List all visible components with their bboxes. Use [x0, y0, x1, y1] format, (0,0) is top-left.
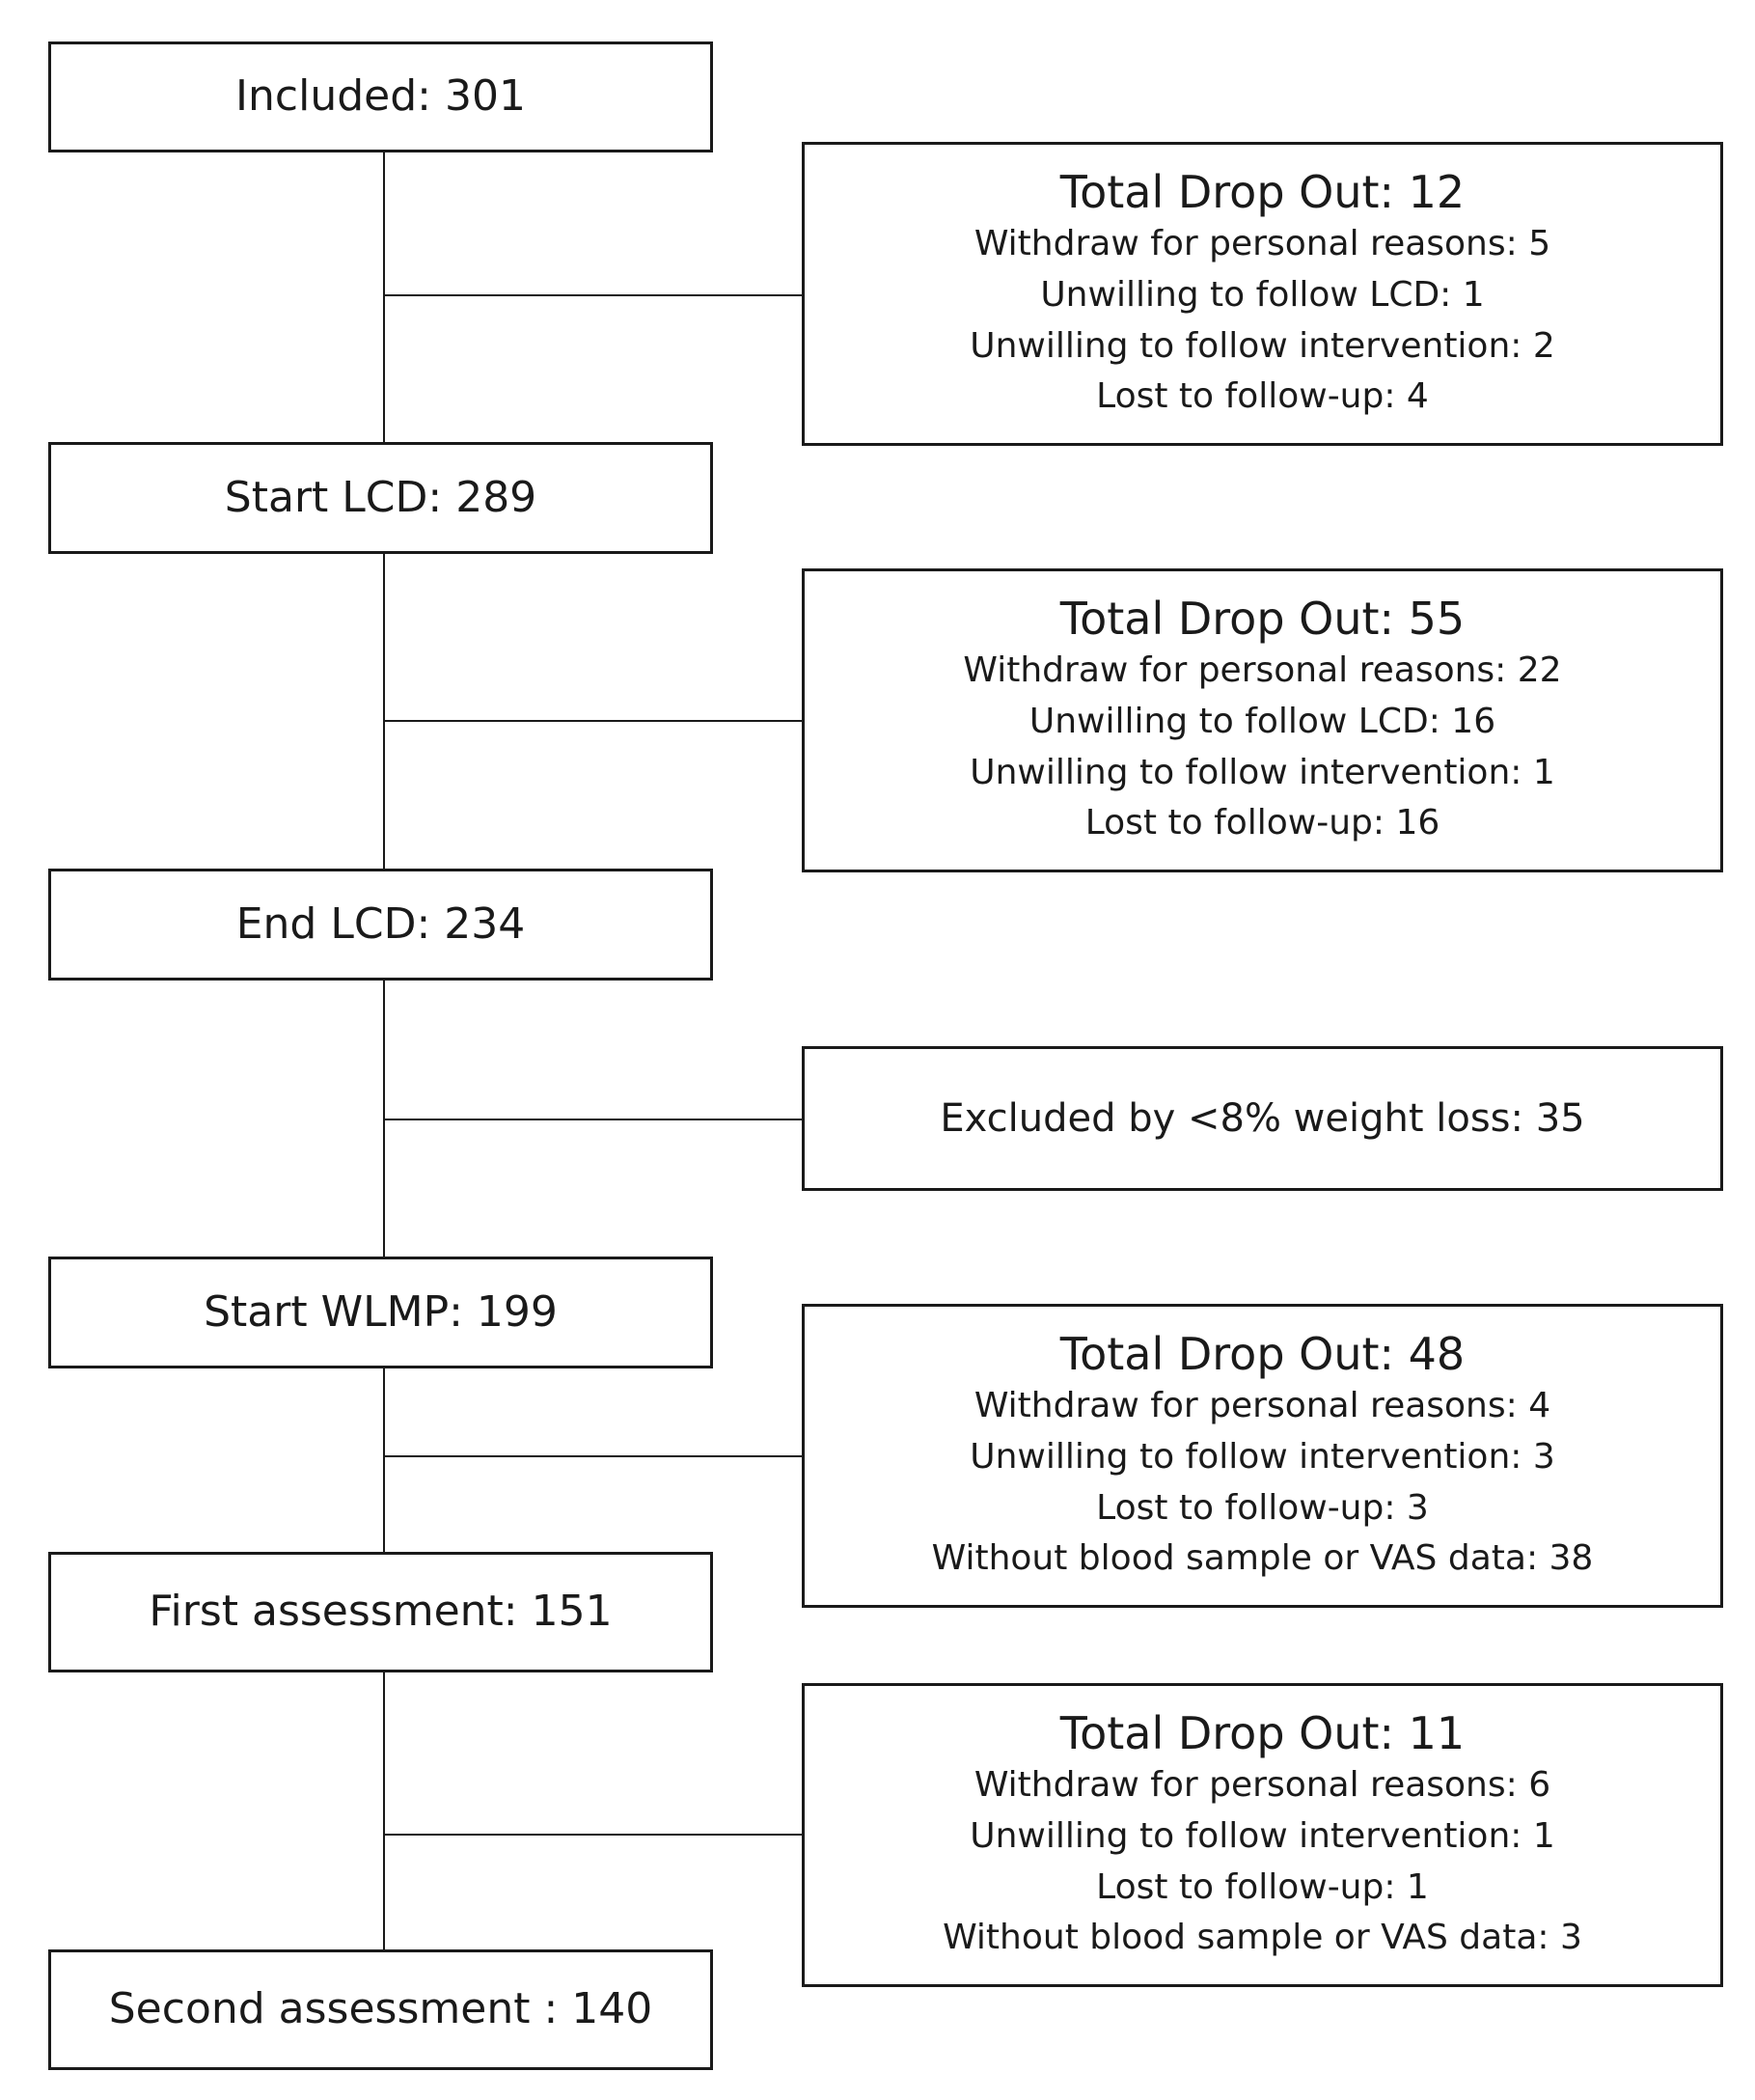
branch-to-dropout-3: [384, 1455, 802, 1457]
stage-start-lcd-label: Start LCD: 289: [224, 472, 537, 522]
connector-start-wlmp-to-first-assessment: [383, 1368, 385, 1552]
dropout-4-line: Without blood sample or VAS data: 3: [943, 1918, 1582, 1958]
excluded-label: Excluded by <8% weight loss: 35: [940, 1096, 1585, 1141]
dropout-2-title: Total Drop Out: 55: [1059, 593, 1466, 646]
stage-start-wlmp-label: Start WLMP: 199: [204, 1286, 558, 1337]
branch-to-dropout-1: [384, 294, 802, 296]
dropout-3-title: Total Drop Out: 48: [1059, 1328, 1466, 1381]
connector-first-assessment-to-second-assessment: [383, 1672, 385, 1949]
stage-second-assessment: Second assessment : 140: [48, 1949, 713, 2070]
stage-included-label: Included: 301: [235, 71, 526, 122]
stage-second-assessment-label: Second assessment : 140: [108, 1984, 653, 2034]
dropout-4-line: Unwilling to follow intervention: 1: [970, 1816, 1555, 1856]
dropout-3-line: Without blood sample or VAS data: 38: [931, 1538, 1594, 1579]
stage-end-lcd: End LCD: 234: [48, 869, 713, 981]
stage-included: Included: 301: [48, 41, 713, 152]
branch-to-excluded: [384, 1119, 802, 1120]
dropout-2-line: Lost to follow-up: 16: [1084, 803, 1440, 843]
excluded-box: Excluded by <8% weight loss: 35: [802, 1046, 1723, 1191]
stage-first-assessment-label: First assessment: 151: [149, 1587, 613, 1637]
dropout-box-4: Total Drop Out: 11 Withdraw for personal…: [802, 1683, 1723, 1987]
dropout-1-line: Lost to follow-up: 4: [1096, 376, 1429, 417]
dropout-2-line: Unwilling to follow LCD: 16: [1028, 702, 1496, 741]
dropout-3-line: Withdraw for personal reasons: 4: [973, 1386, 1551, 1426]
dropout-1-line: Unwilling to follow LCD: 1: [1040, 275, 1485, 315]
branch-to-dropout-4: [384, 1834, 802, 1836]
stage-start-lcd: Start LCD: 289: [48, 442, 713, 554]
dropout-1-line: Withdraw for personal reasons: 5: [973, 224, 1551, 264]
dropout-4-line: Lost to follow-up: 1: [1096, 1866, 1429, 1907]
stage-first-assessment: First assessment: 151: [48, 1552, 713, 1672]
dropout-box-3: Total Drop Out: 48 Withdraw for personal…: [802, 1304, 1723, 1608]
dropout-1-title: Total Drop Out: 12: [1059, 166, 1466, 219]
stage-start-wlmp: Start WLMP: 199: [48, 1257, 713, 1368]
connector-start-lcd-to-end-lcd: [383, 554, 385, 869]
dropout-4-title: Total Drop Out: 11: [1059, 1707, 1466, 1760]
dropout-3-line: Unwilling to follow intervention: 3: [970, 1437, 1555, 1477]
dropout-2-line: Withdraw for personal reasons: 22: [963, 650, 1562, 691]
dropout-box-2: Total Drop Out: 55 Withdraw for personal…: [802, 568, 1723, 872]
stage-end-lcd-label: End LCD: 234: [235, 898, 526, 949]
branch-to-dropout-2: [384, 720, 802, 722]
connector-included-to-start-lcd: [383, 152, 385, 442]
dropout-2-line: Unwilling to follow intervention: 1: [970, 752, 1555, 792]
dropout-1-line: Unwilling to follow intervention: 2: [970, 325, 1555, 366]
dropout-box-1: Total Drop Out: 12 Withdraw for personal…: [802, 142, 1723, 446]
dropout-4-line: Withdraw for personal reasons: 6: [973, 1765, 1551, 1806]
dropout-3-line: Lost to follow-up: 3: [1096, 1487, 1429, 1528]
